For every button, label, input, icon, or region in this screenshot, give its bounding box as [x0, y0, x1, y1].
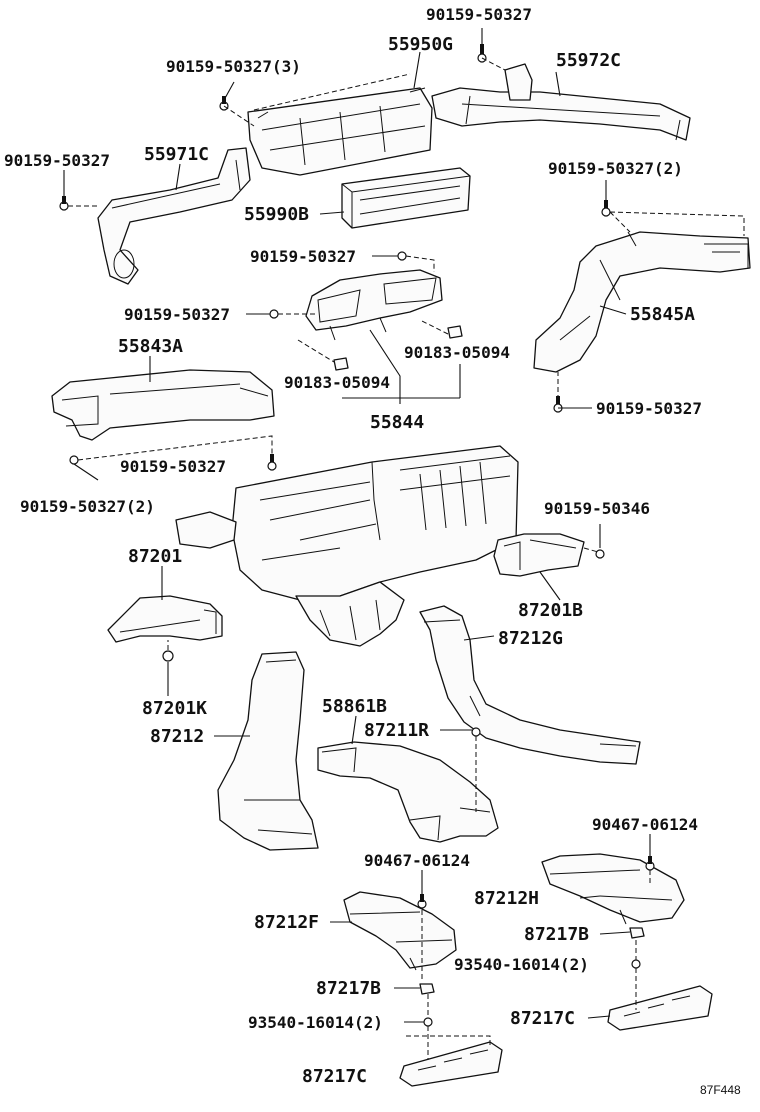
bolt-icon: [471, 727, 481, 737]
label-87211r: 87211R: [364, 720, 429, 741]
label-87212h: 87212H: [474, 888, 539, 909]
part-87217c-left: [399, 1041, 503, 1087]
part-90183-05094-left: [333, 357, 349, 371]
bolt-icon: [69, 455, 79, 465]
label-90159-50346: 90159-50346: [544, 499, 650, 518]
part-87217c-right: [607, 985, 713, 1031]
label-90159-50327-mid2: 90159-50327: [124, 305, 230, 324]
part-87201: [107, 595, 223, 643]
part-87217b-right: [629, 927, 645, 939]
part-87212h: [541, 853, 685, 925]
part-55845a: [533, 231, 751, 373]
leader-lines: [63, 28, 745, 1060]
part-55843a: [51, 369, 275, 441]
label-93540-16014-2-right: 93540-16014(2): [454, 955, 589, 974]
label-90159-50327-2-left: 90159-50327(2): [20, 497, 155, 516]
label-55950g: 55950G: [388, 34, 453, 55]
part-90183-05094-right: [447, 325, 463, 339]
label-87201k: 87201K: [142, 698, 207, 719]
figure-code: 87F448: [700, 1083, 741, 1097]
part-hvac-unit: [175, 445, 519, 647]
label-87217c-right: 87217C: [510, 1008, 575, 1029]
bolt-icon: [631, 959, 641, 969]
part-55950g: [247, 87, 433, 176]
part-55971c: [97, 147, 251, 285]
label-90159-50327-llow: 90159-50327: [120, 457, 226, 476]
label-55843a: 55843A: [118, 336, 183, 357]
label-87217b-right: 87217B: [524, 924, 589, 945]
part-87217b-left: [419, 983, 435, 995]
label-55972c: 55972C: [556, 50, 621, 71]
part-55990b: [341, 167, 471, 229]
bolt-icon: [397, 251, 407, 261]
bolt-icon: [423, 1017, 433, 1027]
label-90159-50327-left: 90159-50327: [4, 151, 110, 170]
label-87212f: 87212F: [254, 912, 319, 933]
label-87201: 87201: [128, 546, 182, 567]
label-90159-50327-3: 90159-50327(3): [166, 57, 301, 76]
label-55845a: 55845A: [630, 304, 695, 325]
label-87217c-left: 87217C: [302, 1066, 367, 1087]
label-58861b: 58861B: [322, 696, 387, 717]
label-90159-50327-2-right: 90159-50327(2): [548, 159, 683, 178]
part-58861b: [317, 741, 499, 843]
label-90467-06124-right: 90467-06124: [592, 815, 698, 834]
part-87212f: [343, 891, 457, 971]
bolt-icon: [267, 454, 277, 471]
label-90159-50327-mid1: 90159-50327: [250, 247, 356, 266]
label-87212: 87212: [150, 726, 204, 747]
part-55844: [305, 269, 443, 341]
bolt-icon: [595, 549, 605, 559]
label-90159-50327-rlow: 90159-50327: [596, 399, 702, 418]
label-55990b: 55990B: [244, 204, 309, 225]
label-93540-16014-2-left: 93540-16014(2): [248, 1013, 383, 1032]
label-87217b-left: 87217B: [316, 978, 381, 999]
label-90183-05094-right: 90183-05094: [404, 343, 510, 362]
part-87212: [217, 651, 319, 851]
label-90159-50327-top: 90159-50327: [426, 5, 532, 24]
part-87212g: [419, 605, 641, 765]
label-87212g: 87212G: [498, 628, 563, 649]
label-55971c: 55971C: [144, 144, 209, 165]
bolt-icon: [269, 309, 279, 319]
label-55844: 55844: [370, 412, 424, 433]
label-90183-05094-left: 90183-05094: [284, 373, 390, 392]
part-87201b: [493, 533, 585, 577]
label-87201b: 87201B: [518, 600, 583, 621]
part-55972c: [431, 63, 691, 141]
bolt-icon: [162, 650, 174, 662]
label-90467-06124-mid: 90467-06124: [364, 851, 470, 870]
